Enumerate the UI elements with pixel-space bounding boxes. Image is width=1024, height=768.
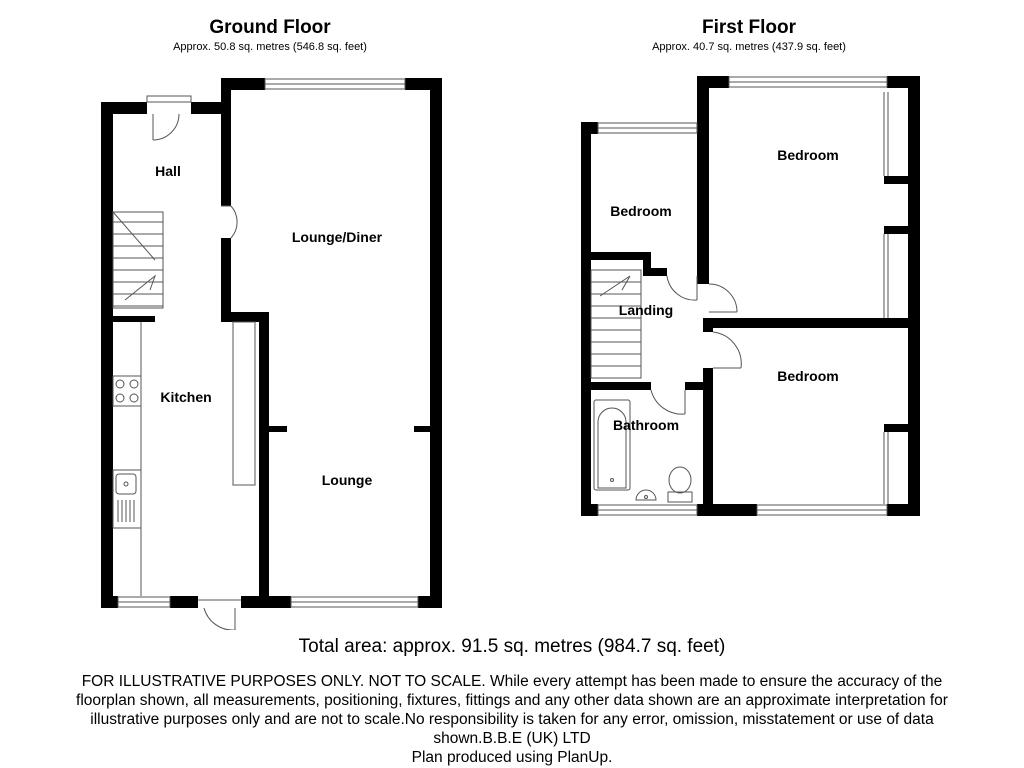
room-label-landing: Landing	[619, 302, 673, 318]
front-door-icon	[146, 95, 192, 141]
disclaimer-line: FOR ILLUSTRATIVE PURPOSES ONLY. NOT TO S…	[81, 673, 943, 690]
disclaimer-line: shown.B.B.E (UK) LTD	[433, 730, 591, 747]
basin-icon	[635, 489, 657, 501]
lounge-divider-unit	[232, 321, 256, 486]
ground-floor-plan	[101, 78, 442, 630]
first-floor-plan	[581, 76, 920, 516]
total-area: Total area: approx. 91.5 sq. metres (984…	[298, 636, 726, 657]
landing-doors-icon	[650, 275, 742, 415]
room-label-lounge: Lounge	[322, 472, 373, 488]
disclaimer-line: Plan produced using PlanUp.	[411, 749, 613, 766]
disclaimer-line: floorplan shown, all measurements, posit…	[76, 692, 948, 709]
back-door-icon	[198, 599, 241, 630]
ground-floor-title: Ground Floor	[209, 17, 331, 38]
wardrobes-icon	[883, 92, 889, 504]
room-label-bedroom-2: Bedroom	[610, 203, 671, 219]
room-label-kitchen: Kitchen	[160, 389, 211, 405]
room-label-hall: Hall	[155, 163, 181, 179]
hall-lounge-door-icon	[221, 205, 238, 239]
floorplan-drawing: Hall Lounge/Diner Kitchen Lounge Bedroom…	[101, 76, 920, 630]
first-floor-title: First Floor	[702, 17, 796, 38]
first-stairs-icon	[590, 269, 642, 379]
room-label-lounge-diner: Lounge/Diner	[292, 229, 383, 245]
ground-floor-windows	[117, 78, 419, 608]
kitchen-fittings	[112, 322, 142, 596]
room-label-bathroom: Bathroom	[613, 417, 679, 433]
first-floor-windows	[597, 76, 888, 516]
room-label-bedroom-3: Bedroom	[777, 368, 838, 384]
ground-floor-walls	[101, 78, 442, 608]
first-floor-walls	[581, 76, 920, 516]
disclaimer-line: illustrative purposes only and are not t…	[90, 711, 934, 728]
room-label-bedroom-1: Bedroom	[777, 147, 838, 163]
toilet-icon	[667, 466, 693, 503]
disclaimer: FOR ILLUSTRATIVE PURPOSES ONLY. NOT TO S…	[40, 672, 984, 767]
bath-icon	[593, 399, 631, 491]
first-floor-area: Approx. 40.7 sq. metres (437.9 sq. feet)	[652, 41, 846, 53]
ground-floor-area: Approx. 50.8 sq. metres (546.8 sq. feet)	[173, 41, 367, 53]
ground-stairs-icon	[112, 211, 164, 309]
